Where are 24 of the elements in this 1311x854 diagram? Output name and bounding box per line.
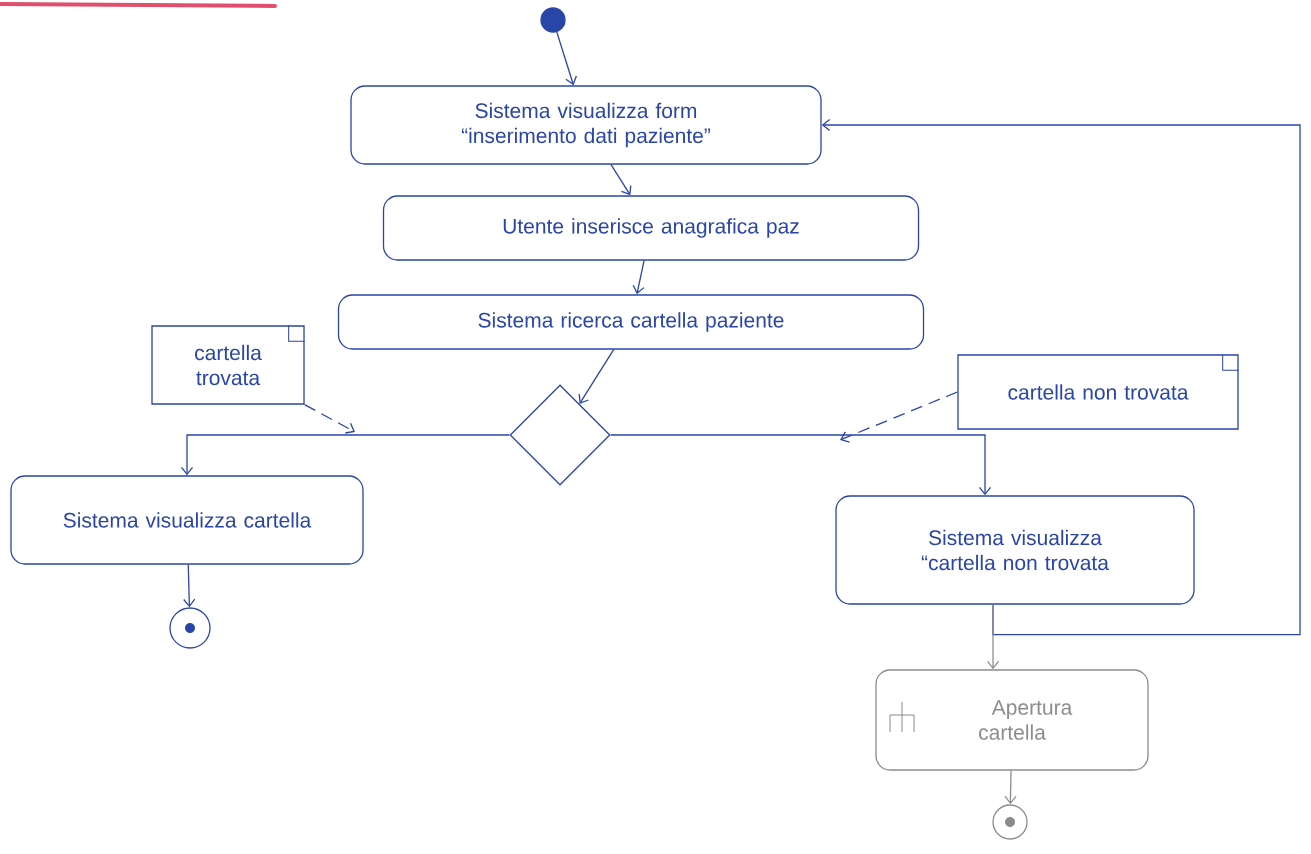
arrow xyxy=(840,391,958,443)
action-box: Apertura cartella xyxy=(875,669,1149,771)
arrow xyxy=(610,434,992,496)
arrow xyxy=(183,564,196,608)
action-box: Sistema visualizza form “inserimento dati paziente” xyxy=(350,85,822,165)
arrow xyxy=(1004,770,1017,805)
arrow xyxy=(180,434,510,476)
arrow xyxy=(304,404,355,434)
arrow xyxy=(821,118,1301,636)
action-box: Utente inserisce anagrafica paz xyxy=(382,195,920,261)
action-box: Sistema ricerca cartella paziente xyxy=(337,294,925,350)
arrow xyxy=(556,31,578,86)
note: cartella trovata xyxy=(151,324,306,405)
arrow xyxy=(610,164,632,196)
arrow xyxy=(578,349,615,404)
action-box: Sistema visualizza cartella xyxy=(10,475,364,565)
end-circle xyxy=(992,804,1028,840)
arrow xyxy=(632,260,645,295)
note: cartella non trovata xyxy=(957,353,1240,430)
decision-diamond xyxy=(509,384,611,486)
action-box: Sistema visualizza “cartella non trovata xyxy=(835,495,1195,605)
end-circle xyxy=(169,607,211,649)
arrow xyxy=(986,604,1000,670)
start-circle xyxy=(540,7,566,33)
